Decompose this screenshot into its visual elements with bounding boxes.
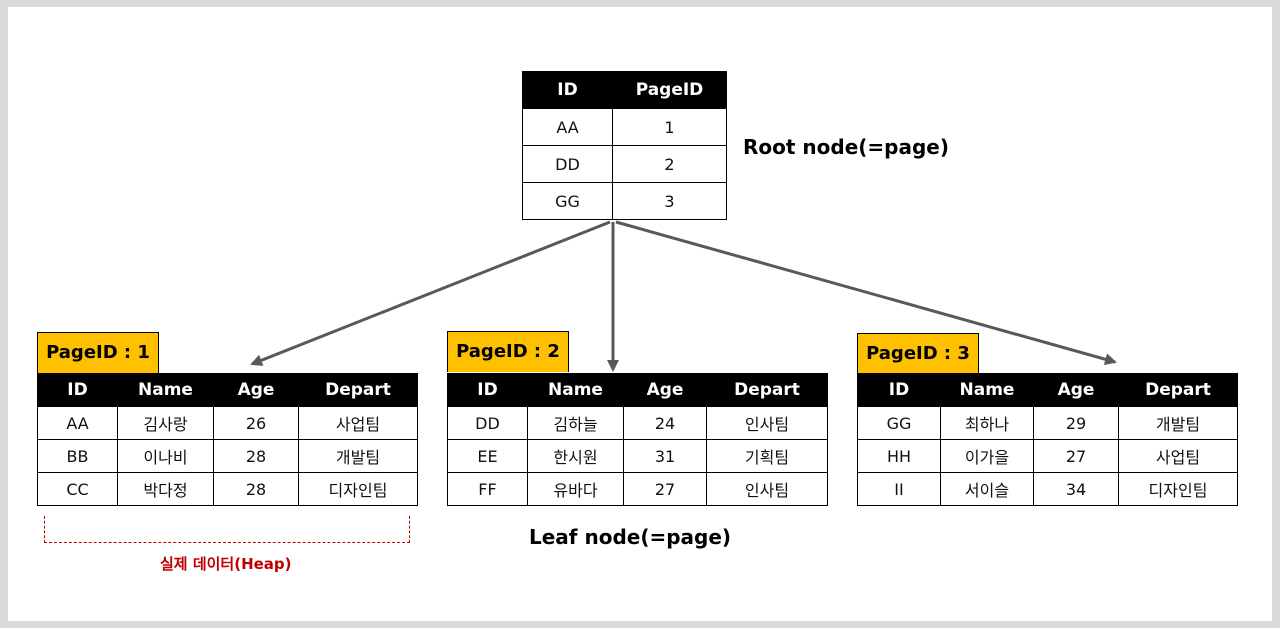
cell-age: 24 (623, 406, 707, 440)
table-row: AA 김사랑 26 사업팀 (37, 406, 418, 440)
table-row: HH 이가을 27 사업팀 (857, 439, 1238, 473)
table-row: DD 2 (522, 145, 727, 183)
header-id: ID (447, 373, 528, 407)
cell-age: 26 (213, 406, 299, 440)
cell-name: 한시원 (527, 439, 624, 473)
root-cell: GG (522, 182, 613, 220)
cell-depart: 개발팀 (1118, 406, 1238, 440)
table-row: CC 박다정 28 디자인팀 (37, 472, 418, 506)
header-name: Name (117, 373, 214, 407)
cell-age: 28 (213, 439, 299, 473)
root-header-pageid: PageID (612, 71, 727, 109)
header-name: Name (940, 373, 1034, 407)
cell-id: AA (37, 406, 118, 440)
cell-name: 최하나 (940, 406, 1034, 440)
cell-name: 서이슬 (940, 472, 1034, 506)
page-tag-1: PageID : 1 (37, 332, 159, 373)
cell-depart: 사업팀 (298, 406, 418, 440)
header-age: Age (213, 373, 299, 407)
root-header-id: ID (522, 71, 613, 109)
heap-bracket (44, 516, 410, 543)
cell-id: EE (447, 439, 528, 473)
table-row: GG 최하나 29 개발팀 (857, 406, 1238, 440)
cell-age: 27 (1033, 439, 1119, 473)
cell-depart: 기획팀 (706, 439, 828, 473)
cell-name: 이나비 (117, 439, 214, 473)
table-row: BB 이나비 28 개발팀 (37, 439, 418, 473)
cell-id: FF (447, 472, 528, 506)
table-row: II 서이슬 34 디자인팀 (857, 472, 1238, 506)
root-node-label: Root node(=page) (743, 135, 949, 159)
cell-depart: 사업팀 (1118, 439, 1238, 473)
cell-age: 28 (213, 472, 299, 506)
root-cell: 1 (612, 108, 727, 146)
table-row: AA 1 (522, 108, 727, 146)
cell-id: DD (447, 406, 528, 440)
cell-id: CC (37, 472, 118, 506)
cell-age: 31 (623, 439, 707, 473)
root-cell: AA (522, 108, 613, 146)
cell-name: 김사랑 (117, 406, 214, 440)
root-cell: 2 (612, 145, 727, 183)
table-row: GG 3 (522, 182, 727, 220)
cell-name: 유바다 (527, 472, 624, 506)
page-tag-3: PageID : 3 (857, 333, 979, 374)
leaf-node-table-3: ID Name Age Depart GG 최하나 29 개발팀 HH 이가을 … (857, 373, 1238, 506)
header-depart: Depart (298, 373, 418, 407)
header-id: ID (857, 373, 941, 407)
header-depart: Depart (1118, 373, 1238, 407)
root-node-table: ID PageID AA 1 DD 2 GG 3 (522, 71, 727, 220)
root-cell: DD (522, 145, 613, 183)
cell-id: II (857, 472, 941, 506)
table-row: DD 김하늘 24 인사팀 (447, 406, 828, 440)
cell-depart: 개발팀 (298, 439, 418, 473)
heap-label: 실제 데이터(Heap) (160, 555, 292, 573)
root-cell: 3 (612, 182, 727, 220)
header-age: Age (1033, 373, 1119, 407)
header-age: Age (623, 373, 707, 407)
cell-id: HH (857, 439, 941, 473)
cell-age: 29 (1033, 406, 1119, 440)
header-name: Name (527, 373, 624, 407)
leaf-node-label: Leaf node(=page) (529, 525, 732, 549)
cell-depart: 인사팀 (706, 406, 828, 440)
cell-age: 34 (1033, 472, 1119, 506)
cell-age: 27 (623, 472, 707, 506)
cell-depart: 디자인팀 (1118, 472, 1238, 506)
header-depart: Depart (706, 373, 828, 407)
leaf-node-table-1: ID Name Age Depart AA 김사랑 26 사업팀 BB 이나비 … (37, 373, 418, 506)
cell-depart: 인사팀 (706, 472, 828, 506)
header-id: ID (37, 373, 118, 407)
table-row: FF 유바다 27 인사팀 (447, 472, 828, 506)
cell-name: 박다정 (117, 472, 214, 506)
cell-name: 이가을 (940, 439, 1034, 473)
cell-id: GG (857, 406, 941, 440)
leaf-node-table-2: ID Name Age Depart DD 김하늘 24 인사팀 EE 한시원 … (447, 373, 828, 506)
cell-depart: 디자인팀 (298, 472, 418, 506)
cell-name: 김하늘 (527, 406, 624, 440)
cell-id: BB (37, 439, 118, 473)
table-row: EE 한시원 31 기획팀 (447, 439, 828, 473)
page-tag-2: PageID : 2 (447, 331, 569, 372)
